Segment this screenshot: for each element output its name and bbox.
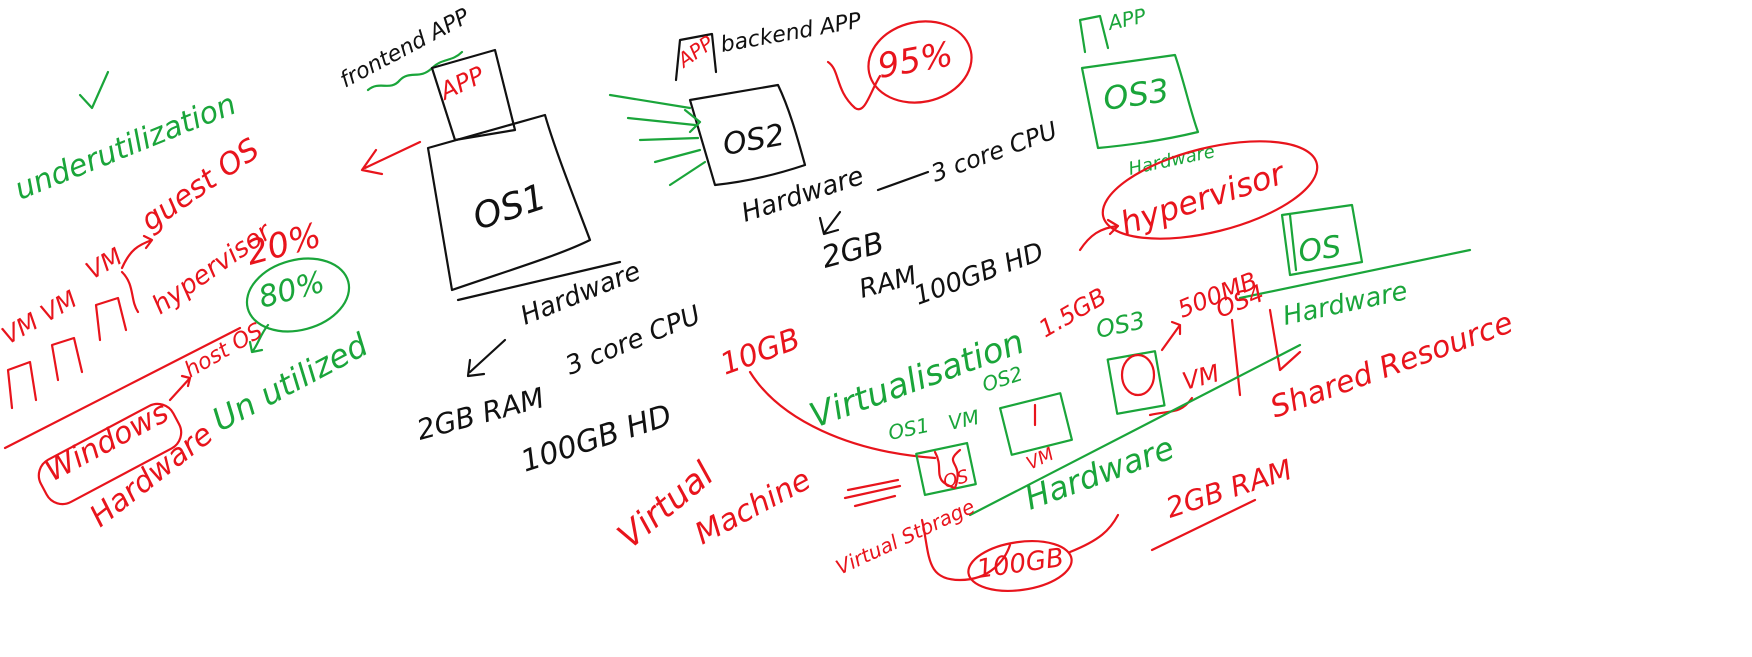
hundred-gb-circle xyxy=(967,540,1073,592)
vm-box-1 xyxy=(6,360,38,410)
vm-label-os4: VM xyxy=(1179,359,1222,396)
ninety-five-label: 95% xyxy=(875,34,956,87)
green-pointer-lines xyxy=(608,93,707,187)
vm-box-os3-red-circle xyxy=(1120,353,1156,397)
vm-box-os3 xyxy=(1106,350,1166,415)
virtual-storage-label: Virtual Storage xyxy=(832,494,978,579)
arrow-curve-bottom xyxy=(1068,513,1120,554)
hardware-line-right xyxy=(1238,248,1472,300)
ram-label-os1: 2GB RAM xyxy=(413,381,547,447)
app-box xyxy=(430,48,517,142)
cpu-label-os2: 3 core CPU xyxy=(927,116,1061,188)
os-box-divider xyxy=(1288,213,1298,272)
app-box-os3 xyxy=(1078,14,1110,54)
eighty-percent-circle xyxy=(245,257,351,333)
ram-underline-right xyxy=(1150,498,1257,552)
vm-box-os1-red-scribble xyxy=(933,448,962,490)
vm-brace xyxy=(120,270,140,314)
hypervisor-circle xyxy=(1101,140,1319,240)
backend-app-label: backend APP xyxy=(719,8,864,57)
ram-label-right: 2GB RAM xyxy=(1162,453,1296,525)
ten-gb-label: 10GB xyxy=(716,322,805,383)
arrow-to-host-os xyxy=(168,374,192,402)
vm-small-label: VM xyxy=(946,405,981,435)
os-small-red-label: OS xyxy=(941,466,971,493)
vm-label: VM xyxy=(81,242,127,285)
os3-label: OS3 xyxy=(1101,71,1172,118)
underline-stroke xyxy=(3,326,242,450)
app-label-os3: APP xyxy=(1104,3,1149,35)
dash-to-cpu xyxy=(876,170,930,192)
hardware-line-bottom xyxy=(968,343,1302,517)
arrow-to-unutilized xyxy=(248,323,270,354)
ninety-five-circle xyxy=(867,20,973,104)
storage-curve xyxy=(920,518,1012,582)
curve-10gb-to-vm xyxy=(748,370,937,460)
os1-box xyxy=(426,113,592,292)
app-box-os2 xyxy=(674,32,718,82)
hardware-label-bottom: Hardware xyxy=(1020,429,1179,518)
os1-label: OS1 xyxy=(468,177,551,239)
frontend-underline xyxy=(366,50,464,92)
hardware-label-os2: Hardware xyxy=(738,161,868,229)
left-cluster: underutilization guest OS VM VM VM hyper… xyxy=(0,70,375,534)
arrow-to-guest-os xyxy=(120,234,154,270)
vm-box-2 xyxy=(50,336,84,382)
vm-box-os1 xyxy=(915,441,977,497)
middle-cluster: APP backend APP 95% OS2 Hardware 3 core … xyxy=(608,8,1061,312)
vm-box-os2 xyxy=(999,392,1073,456)
hd-label-os2: 100GB HD xyxy=(910,237,1048,312)
windows-box xyxy=(37,402,183,506)
os3-box xyxy=(1080,53,1200,150)
os-box-right xyxy=(1280,203,1364,277)
small-scribble xyxy=(843,478,902,508)
red-arrow-left xyxy=(360,140,422,176)
os1-bottom-line xyxy=(456,260,622,302)
hardware-label-os3: Hardware xyxy=(1127,141,1217,180)
os-label-right: OS xyxy=(1296,229,1343,270)
arrow-to-500mb xyxy=(1160,320,1182,352)
center-cluster: frontend APP APP OS1 Hardware 2GB RAM 3 … xyxy=(336,4,705,480)
cpu-label-os1: 3 core CPU xyxy=(561,300,705,381)
vm-box-os4 xyxy=(1230,308,1302,397)
os2-box xyxy=(688,83,807,187)
checkmark-icon xyxy=(78,70,110,110)
hardware-label-os1: Hardware xyxy=(516,256,645,331)
arrow-to-ram xyxy=(466,338,507,378)
os1-small-label: OS1 xyxy=(886,413,931,445)
os2-label: OS2 xyxy=(720,118,787,163)
vm-box-3 xyxy=(94,296,128,342)
arrow-to-2gb xyxy=(818,210,842,236)
bottom-cluster: 10GB Virtualisation 1.5GB OS3 500MB OS4 … xyxy=(610,267,1302,592)
arrow-to-hypervisor xyxy=(1078,218,1120,252)
arrow-to-95 xyxy=(826,60,882,111)
